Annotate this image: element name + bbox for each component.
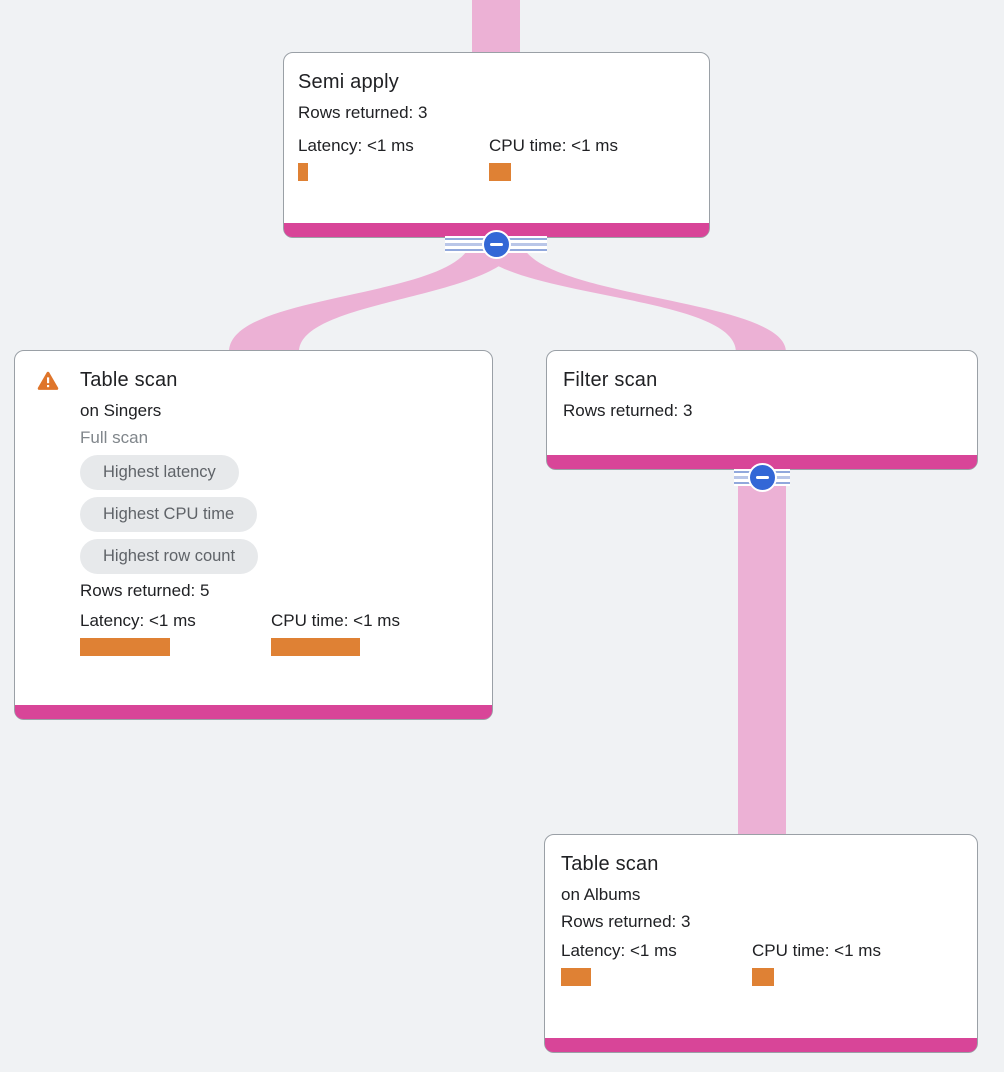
node-filter-scan[interactable]: Filter scan Rows returned: 3: [546, 350, 978, 470]
cpu-time-bar: [752, 968, 774, 986]
latency-bar: [298, 163, 308, 181]
badge-row: Highest row count: [80, 539, 476, 574]
edge-semi-apply-to-table-scan-singers: [229, 236, 520, 352]
collapse-control-semi-apply: [445, 230, 547, 259]
cpu-time-label: CPU time: <1 ms: [489, 136, 618, 155]
node-header: Table scan: [37, 369, 476, 392]
latency-bar: [80, 638, 170, 656]
metrics-row: Latency: <1 ms CPU time: <1 ms: [80, 611, 476, 656]
edge-root-to-semi-apply: [472, 0, 520, 56]
node-table-scan-albums[interactable]: Table scan on Albums Rows returned: 3 La…: [544, 834, 978, 1053]
cpu-time-bar: [489, 163, 511, 181]
scan-type-text: Full scan: [80, 428, 149, 447]
latency-label: Latency: <1 ms: [561, 941, 677, 960]
rows-returned-text: Rows returned: 5: [80, 581, 210, 600]
cpu-metric: CPU time: <1 ms: [752, 941, 943, 986]
collapse-node-button[interactable]: [481, 230, 511, 259]
node-body: Semi apply Rows returned: 3 Latency: <1 …: [284, 53, 709, 181]
cpu-metric: CPU time: <1 ms: [489, 136, 680, 181]
node-title: Semi apply: [298, 71, 399, 93]
scan-target-text: on Albums: [561, 885, 641, 904]
edge-filter-scan-to-table-scan-albums: [738, 468, 786, 836]
cpu-metric: CPU time: <1 ms: [271, 611, 462, 656]
rows-returned-text: Rows returned: 3: [298, 103, 428, 122]
node-footer-bar: [15, 705, 492, 719]
metrics-row: Latency: <1 ms CPU time: <1 ms: [561, 941, 961, 986]
collapse-node-button[interactable]: [747, 463, 777, 492]
minus-icon: [755, 476, 769, 479]
collapse-control-filter-scan: [734, 463, 790, 492]
highest-cpu-time-badge: Highest CPU time: [80, 497, 258, 532]
rows-returned-text: Rows returned: 3: [563, 401, 693, 420]
node-title: Filter scan: [563, 369, 658, 391]
node-semi-apply[interactable]: Semi apply Rows returned: 3 Latency: <1 …: [283, 52, 710, 238]
badge-row: Highest latency: [80, 455, 476, 490]
scan-target-text: on Singers: [80, 401, 162, 420]
latency-bar: [561, 968, 591, 986]
node-title: Table scan: [80, 369, 178, 391]
node-title: Table scan: [561, 853, 659, 875]
highest-row-count-badge: Highest row count: [80, 539, 259, 574]
latency-metric: Latency: <1 ms: [80, 611, 271, 656]
node-body: Table scan on Singers Full scan Highest …: [15, 351, 492, 656]
latency-label: Latency: <1 ms: [80, 611, 196, 630]
latency-metric: Latency: <1 ms: [298, 136, 489, 181]
highest-latency-badge: Highest latency: [80, 455, 239, 490]
latency-label: Latency: <1 ms: [298, 136, 414, 155]
metrics-row: Latency: <1 ms CPU time: <1 ms: [298, 136, 693, 181]
minus-icon: [489, 243, 503, 246]
node-body: Table scan on Albums Rows returned: 3 La…: [545, 835, 977, 986]
cpu-time-label: CPU time: <1 ms: [752, 941, 881, 960]
node-body: Filter scan Rows returned: 3: [547, 351, 977, 421]
rows-returned-text: Rows returned: 3: [561, 912, 691, 931]
node-table-scan-singers[interactable]: Table scan on Singers Full scan Highest …: [14, 350, 493, 720]
cpu-time-bar: [271, 638, 360, 656]
node-footer-bar: [545, 1038, 977, 1052]
node-footer-bar: [547, 455, 977, 469]
latency-metric: Latency: <1 ms: [561, 941, 752, 986]
warning-icon: [37, 371, 59, 390]
badge-row: Highest CPU time: [80, 497, 476, 532]
cpu-time-label: CPU time: <1 ms: [271, 611, 400, 630]
edge-semi-apply-to-filter-scan: [472, 236, 786, 352]
